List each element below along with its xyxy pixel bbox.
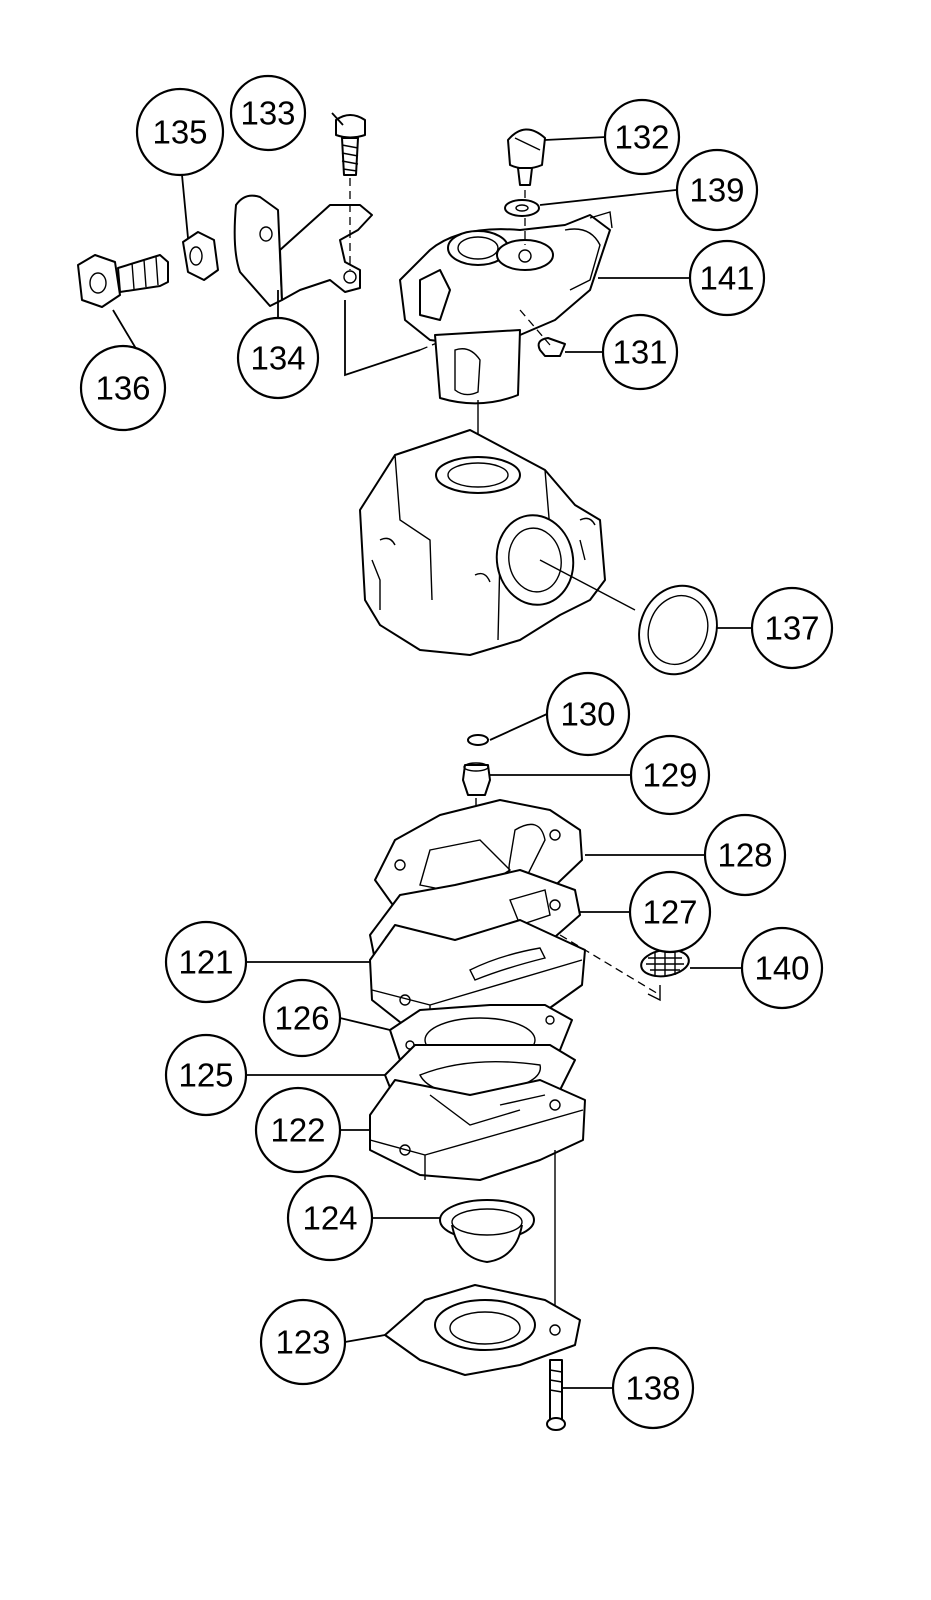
callout-127: 127 xyxy=(628,870,712,954)
callout-140-label: 140 xyxy=(754,950,809,987)
washer-part-130 xyxy=(467,734,489,746)
pump-cover-part-122 xyxy=(369,1079,586,1181)
callout-128: 128 xyxy=(703,813,787,897)
callout-141: 141 xyxy=(688,239,766,317)
bracket-part-134 xyxy=(233,194,373,307)
callout-139: 139 xyxy=(675,148,759,232)
callout-122: 122 xyxy=(254,1086,342,1174)
callout-136-label: 136 xyxy=(95,370,150,407)
clip-part-131 xyxy=(537,337,566,357)
callout-134-label: 134 xyxy=(250,340,305,377)
callout-124: 124 xyxy=(286,1174,374,1262)
callout-124-label: 124 xyxy=(302,1200,357,1237)
plug-part-129 xyxy=(462,762,491,796)
callout-141-label: 141 xyxy=(699,260,754,297)
base-plate-part-123 xyxy=(384,1284,581,1376)
callout-125: 125 xyxy=(164,1033,248,1117)
cup-part-124 xyxy=(439,1199,535,1263)
callout-126-label: 126 xyxy=(274,1000,329,1037)
callout-131: 131 xyxy=(601,313,679,391)
callout-139-label: 139 xyxy=(689,172,744,209)
callout-136: 136 xyxy=(79,344,167,432)
callout-138-label: 138 xyxy=(625,1370,680,1407)
callout-129: 129 xyxy=(629,734,711,816)
screw-part-138 xyxy=(546,1359,566,1431)
nut-part-135 xyxy=(182,231,219,281)
callout-127-label: 127 xyxy=(642,894,697,931)
callout-135-label: 135 xyxy=(152,114,207,151)
callout-137-label: 137 xyxy=(764,610,819,647)
upper-housing-part-141 xyxy=(399,211,613,405)
callout-131-label: 131 xyxy=(612,334,667,371)
screw-part-133 xyxy=(335,114,366,176)
callout-137: 137 xyxy=(750,586,834,670)
callout-140: 140 xyxy=(740,926,824,1010)
seal-ring-part-137 xyxy=(638,584,718,676)
callout-128-label: 128 xyxy=(717,837,772,874)
hose-fitting-part-136 xyxy=(77,254,169,308)
callout-133-label: 133 xyxy=(240,95,295,132)
callout-132: 132 xyxy=(603,98,681,176)
callout-130: 130 xyxy=(545,671,631,757)
callout-132-label: 132 xyxy=(614,119,669,156)
callout-138: 138 xyxy=(611,1346,695,1430)
callout-133: 133 xyxy=(229,74,307,152)
callout-134: 134 xyxy=(236,316,320,400)
carburetor-body xyxy=(359,429,636,656)
adjust-screw-part-132 xyxy=(507,128,546,186)
callout-125-label: 125 xyxy=(178,1057,233,1094)
washer-part-139 xyxy=(504,199,540,217)
callout-130-label: 130 xyxy=(560,696,615,733)
callout-123: 123 xyxy=(259,1298,347,1386)
callout-121: 121 xyxy=(164,920,248,1004)
callout-121-label: 121 xyxy=(178,944,233,981)
callout-135: 135 xyxy=(135,87,225,177)
callout-126: 126 xyxy=(262,978,342,1058)
callout-122-label: 122 xyxy=(270,1112,325,1149)
callout-129-label: 129 xyxy=(642,757,697,794)
callout-123-label: 123 xyxy=(275,1324,330,1361)
